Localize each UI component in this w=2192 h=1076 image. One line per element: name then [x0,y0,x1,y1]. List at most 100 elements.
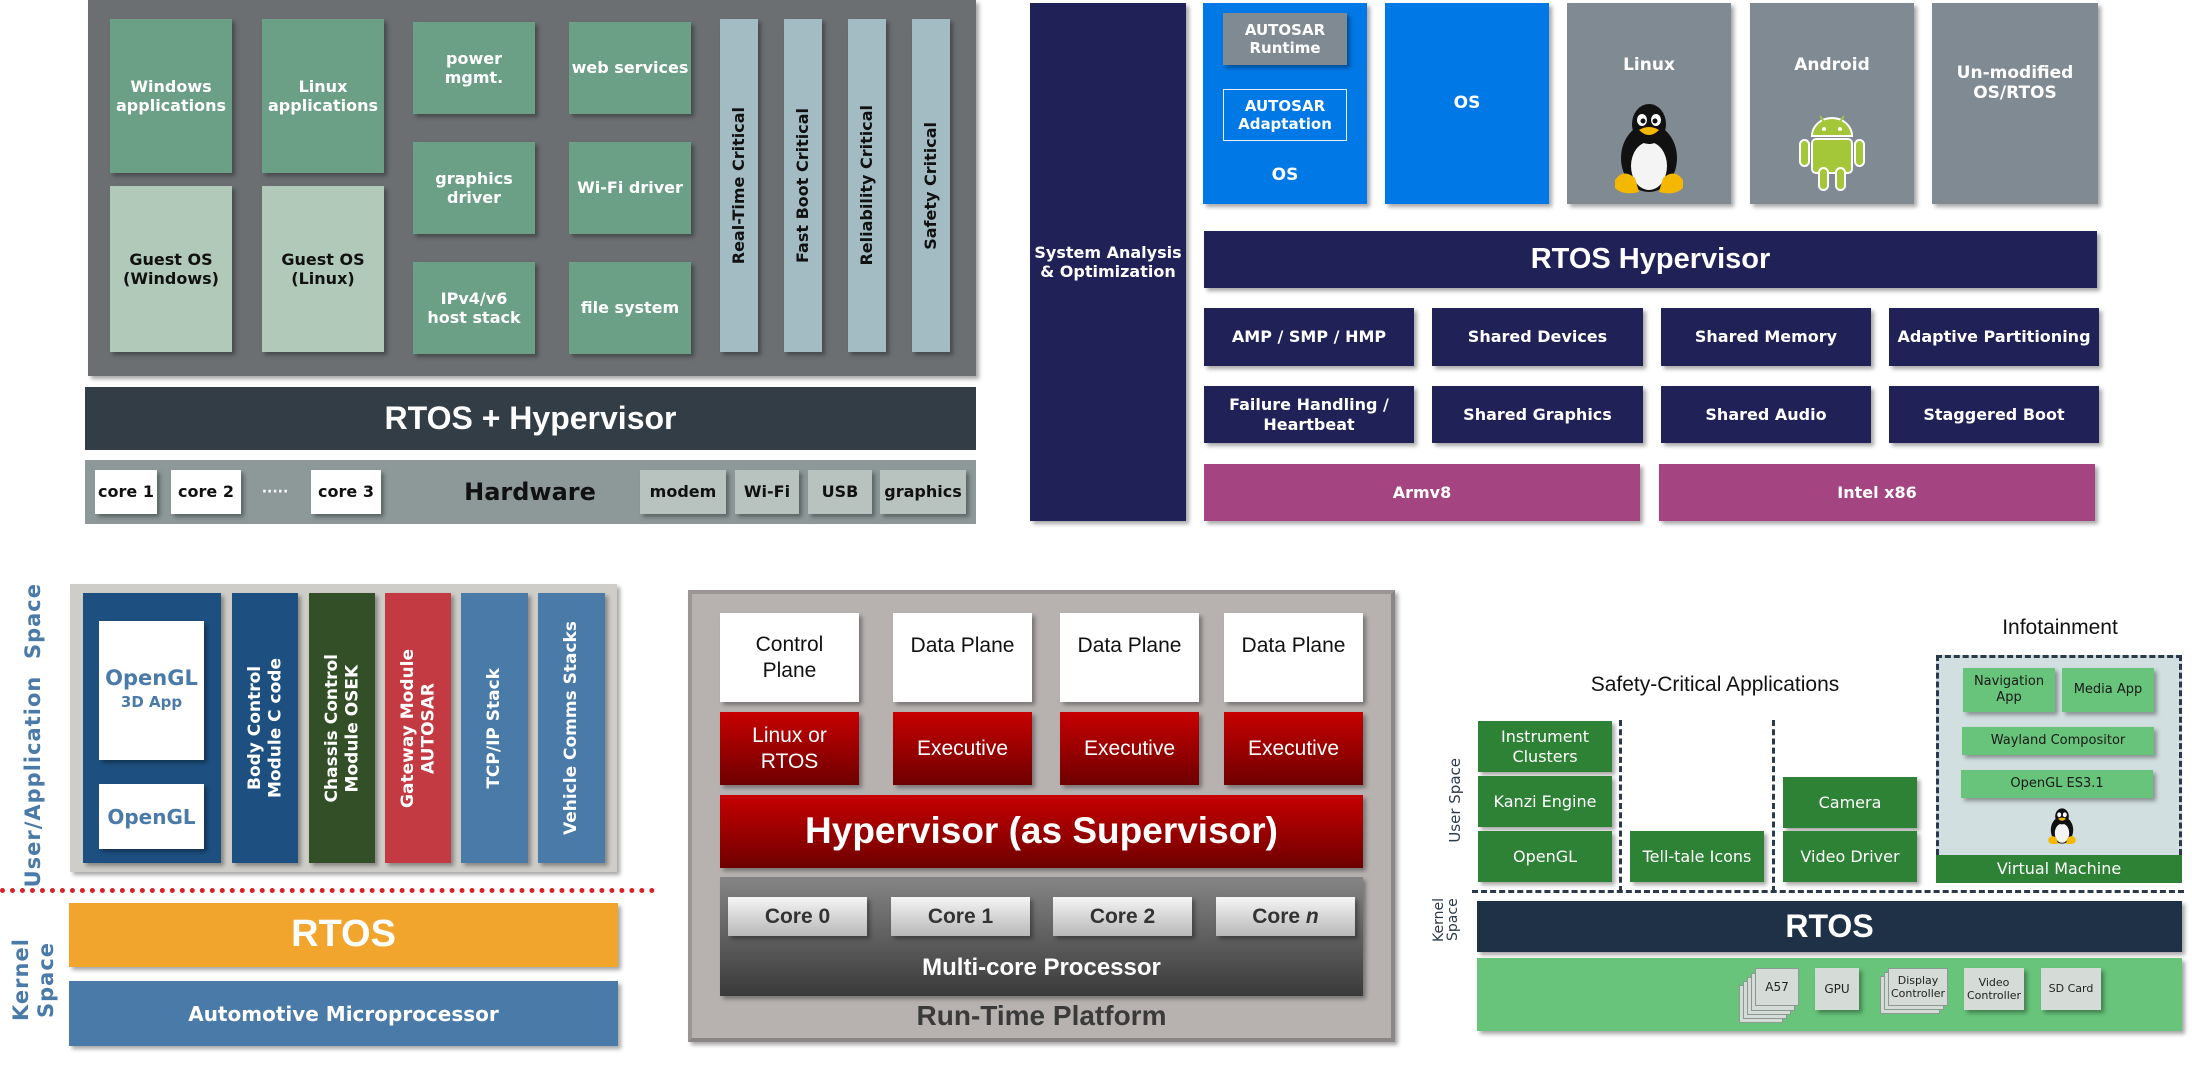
hypervisor-supervisor-layer: Hypervisor (as Supervisor) [720,795,1363,868]
adaptive-partitioning-block: Adaptive Partitioning [1889,308,2099,366]
android-label: Android [1794,54,1870,75]
user-kernel-divider [0,888,655,893]
data-plane-block-3: Data Plane [1224,613,1363,702]
windows-applications-block: Windows applications [110,19,232,173]
body-control-module-column: Body Control Module C code [232,593,298,863]
armv8-block: Armv8 [1204,464,1640,521]
core-2-block: Core 2 [1053,897,1192,936]
tell-tale-icons-block: Tell-tale Icons [1630,831,1764,882]
executive-block-3: Executive [1224,712,1363,785]
graphics-block: graphics [880,470,966,514]
core-n-block: Core n [1216,897,1355,936]
rtos-layer: RTOS [1477,901,2182,952]
rtos-hypervisor-bar: RTOS Hypervisor [1204,231,2097,288]
body-control-module-label: Body Control Module C code [244,658,285,798]
control-plane-block: Control Plane [720,613,859,702]
a57-cpu-block: A57 [1755,968,1799,1006]
wifi-block: Wi-Fi [735,470,799,514]
virtual-machine-block: Virtual Machine [1936,855,2182,883]
tux-penguin-icon [2048,808,2076,845]
executive-block-2: Executive [1060,712,1199,785]
linux-applications-block: Linux applications [262,19,384,173]
kernel-space-text: Kernel Space [1431,898,1461,942]
vehicle-comms-stacks-column: Vehicle Comms Stacks [538,593,605,863]
shared-memory-block: Shared Memory [1661,308,1871,366]
chassis-control-module-column: Chassis Control Module OSEK [309,593,375,863]
real-time-critical-label: Real-Time Critical [729,106,749,265]
gpu-block: GPU [1815,968,1859,1010]
video-controller-block: Video Controller [1964,968,2024,1010]
opengl-3d-app-title: OpenGL [105,666,198,691]
core-n-variable: n [1305,904,1319,928]
user-space-text: User Space [1446,757,1464,843]
unmodified-os-rtos-block: Un-modified OS/RTOS [1932,3,2098,204]
media-app-block: Media App [2062,668,2154,712]
autosar-adaptation-block: AUTOSAR Adaptation [1223,89,1347,141]
reliability-critical-label: Reliability Critical [857,105,877,266]
infotainment-title: Infotainment [2002,616,2118,640]
kernel-space-text: Kernel Space [8,938,58,1022]
modem-block: modem [640,470,726,514]
safety-critical-applications-title: Safety-Critical Applications [1590,673,1840,697]
core-3-block: core 3 [311,470,381,514]
kernel-space-label: Kernel Space [9,905,58,1055]
tcp-ip-stack-column: TCP/IP Stack [461,593,528,863]
linux-or-rtos-block: Linux or RTOS [720,712,859,785]
kanzi-engine-block: Kanzi Engine [1478,776,1612,827]
web-services-block: web services [569,22,691,114]
hardware-label: Hardware [464,477,596,506]
automotive-microprocessor-layer: Automotive Microprocessor [69,981,618,1046]
navigation-app-block: Navigation App [1963,668,2055,712]
wifi-driver-block: Wi-Fi driver [569,142,691,234]
shared-audio-block: Shared Audio [1661,386,1871,443]
safety-critical-bar: Safety Critical [912,19,950,352]
camera-block: Camera [1783,777,1917,828]
core-1-block: core 1 [95,470,157,514]
fast-boot-critical-bar: Fast Boot Critical [784,19,822,352]
core-n-label: Core [1252,904,1306,928]
staggered-boot-block: Staggered Boot [1889,386,2099,443]
opengl-es-block: OpenGL ES3.1 [1961,770,2153,798]
opengl-3d-app-subtitle: 3D App [120,693,183,711]
android-robot-icon [1799,115,1865,191]
dashed-separator-2 [1772,720,1775,892]
user-kernel-divider [1472,890,2184,893]
file-system-block: file system [569,262,691,354]
shared-devices-block: Shared Devices [1432,308,1643,366]
usb-block: USB [808,470,872,514]
os-block: OS [1385,3,1549,204]
failure-handling-heartbeat-block: Failure Handling / Heartbeat [1204,386,1414,443]
system-analysis-optimization-column: System Analysis & Optimization [1030,3,1186,521]
user-application-space-text: User/Application Space [21,582,46,888]
tcp-ip-stack-label: TCP/IP Stack [484,667,505,789]
linux-label: Linux [1623,54,1675,75]
autosar-runtime-block: AUTOSAR Runtime [1223,13,1347,65]
run-time-platform-label: Run-Time Platform [916,1000,1167,1032]
opengl-3d-app-block [99,621,204,760]
executive-block-1: Executive [893,712,1032,785]
amp-smp-hmp-block: AMP / SMP / HMP [1204,308,1414,366]
opengl-block: OpenGL [99,784,204,849]
sd-card-block: SD Card [2041,968,2101,1010]
opengl-block: OpenGL [1478,831,1612,882]
user-space-label: User Space [1440,720,1470,880]
chassis-control-module-label: Chassis Control Module OSEK [321,653,362,803]
graphics-driver-block: graphics driver [413,142,535,234]
instrument-clusters-block: Instrument Clusters [1478,721,1612,772]
data-plane-block-2: Data Plane [1060,613,1199,702]
tux-penguin-icon [1615,104,1683,194]
gateway-module-label: Gateway Module AUTOSAR [397,648,438,808]
dashed-separator-1 [1619,720,1622,892]
core-2-block: core 2 [171,470,241,514]
data-plane-block-1: Data Plane [893,613,1032,702]
vehicle-comms-stacks-label: Vehicle Comms Stacks [561,620,582,835]
intel-x86-block: Intel x86 [1659,464,2095,521]
multi-core-processor-block [720,877,1363,996]
core-ellipsis: ····· [261,483,289,500]
wayland-compositor-block: Wayland Compositor [1962,727,2154,755]
core-0-block: Core 0 [728,897,867,936]
user-application-space-label: User/Application Space [14,583,54,887]
core-1-block: Core 1 [891,897,1030,936]
real-time-critical-bar: Real-Time Critical [720,19,758,352]
reliability-critical-bar: Reliability Critical [848,19,886,352]
